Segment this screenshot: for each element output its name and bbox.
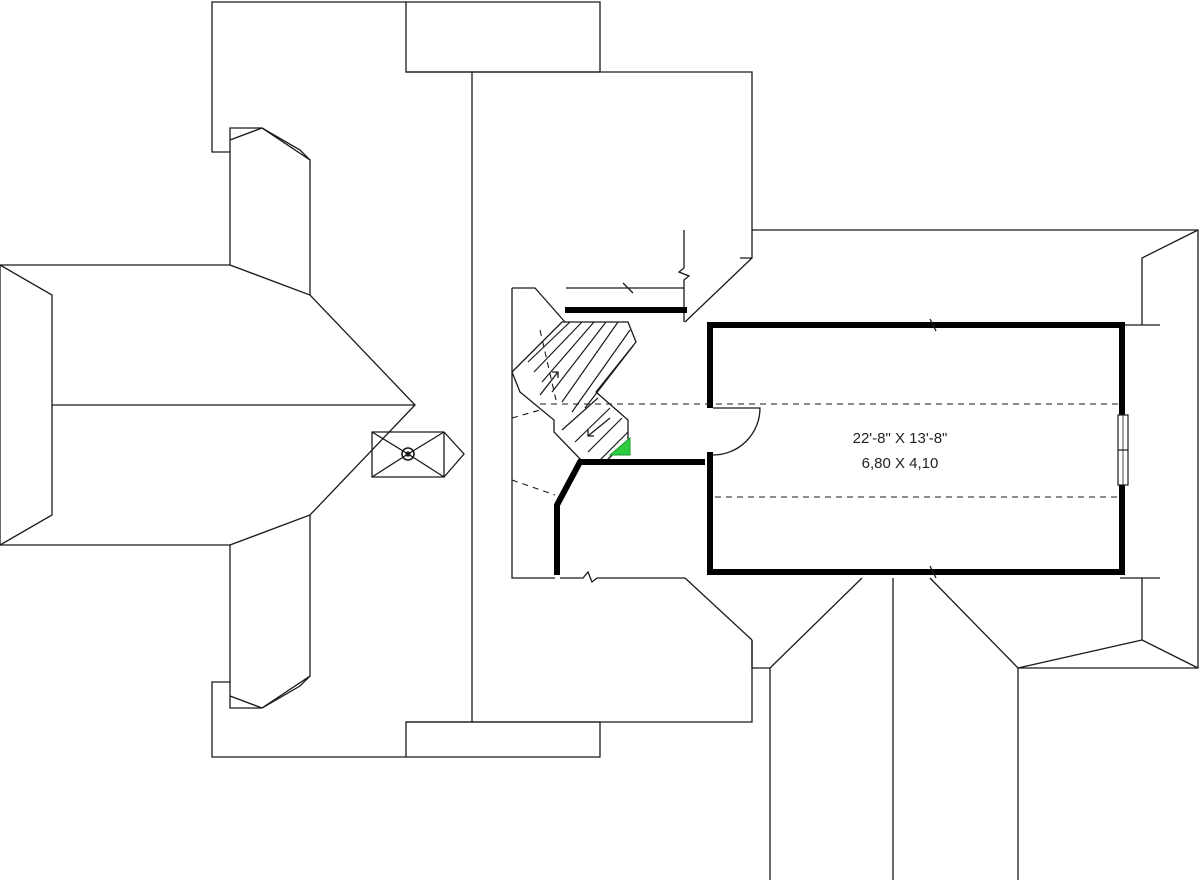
right-eave-lines	[1120, 324, 1160, 579]
right-window	[1117, 414, 1129, 486]
hall-wall-angled	[554, 459, 603, 575]
left-roof-lower-box	[406, 721, 601, 758]
left-roof-upper-box	[406, 1, 601, 73]
ceiling-lines	[540, 403, 1118, 498]
stair-enclosure	[511, 287, 566, 579]
stair-outline	[511, 321, 637, 463]
left-roof-outline	[0, 1, 473, 758]
stair-arrow-up-icon	[539, 371, 559, 396]
stair-arrow-down-icon	[587, 417, 611, 437]
marker-icon	[608, 436, 631, 456]
break-line-bottom	[560, 570, 685, 584]
right-roof-wing	[751, 229, 1199, 880]
room-label: 22'-8" X 13'-8" 6,80 X 4,10	[853, 430, 948, 472]
stair-area	[511, 282, 685, 584]
break-line-top	[677, 230, 691, 322]
stair-dashed-guides	[511, 329, 557, 496]
upper-dormer-ridge	[261, 127, 311, 161]
room-dimensions-imperial: 22'-8" X 13'-8"	[853, 430, 948, 447]
lower-wing-ridges	[769, 577, 1019, 880]
left-gable-hips	[0, 264, 416, 546]
lower-dormer-ridge	[261, 675, 311, 709]
room-walls	[554, 307, 1129, 579]
center-roof-hip-lower	[684, 577, 753, 641]
door-swing	[712, 407, 761, 456]
left-roof-wing	[0, 1, 601, 758]
lower-dormer	[229, 515, 311, 709]
right-gable-hips	[1017, 229, 1199, 669]
room-dimensions-metric: 6,80 X 4,10	[862, 455, 939, 472]
center-roof-hip-upper	[684, 230, 753, 323]
stair-top-wall-line	[566, 282, 684, 294]
vent-icon	[401, 447, 415, 461]
wall-ticks	[929, 318, 937, 579]
roof-vent	[371, 431, 465, 478]
stair-treads	[527, 321, 634, 461]
